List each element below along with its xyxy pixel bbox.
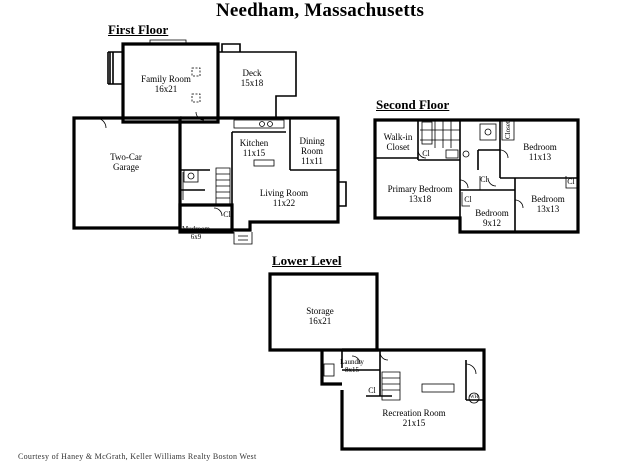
room-dimensions: 11x11 <box>301 156 323 166</box>
room-name: Mudroom <box>182 225 210 233</box>
bedroom-closet-label: Closet <box>504 121 512 139</box>
room-dimensions: 15x18 <box>240 78 264 88</box>
laundry-outline <box>320 350 342 386</box>
room-name: Storage <box>306 306 334 316</box>
water-heater-icon: WH <box>469 395 479 400</box>
room-name: Family Room <box>141 74 191 84</box>
footer-credit: Courtesy of Haney & McGrath, Keller Will… <box>18 452 257 461</box>
lower-level-label: Lower Level <box>272 253 342 268</box>
room-dimensions: 8x15 <box>345 366 359 374</box>
page-title: Needham, Massachusetts <box>215 0 425 21</box>
deck-outline <box>217 43 297 118</box>
room-dimensions: 13x18 <box>408 194 432 204</box>
bedroom-9x12-label: Bedroom 9x12 <box>475 208 509 228</box>
primary-closet-cl-label: Cl <box>464 195 472 204</box>
room-dimensions: 11x22 <box>272 198 296 208</box>
room-name: Kitchen <box>239 138 269 148</box>
room-name: Deck <box>242 68 262 78</box>
room-name-line2: Garage <box>113 162 139 172</box>
kitchen-label: Kitchen 11x15 <box>240 138 269 158</box>
bedroom-closet-cl-label: Cl <box>567 177 575 186</box>
deck-label: Deck 15x18 <box>241 68 264 88</box>
room-dimensions: 21x15 <box>402 418 426 428</box>
room-dimensions: 13x13 <box>536 204 560 214</box>
garage-outline <box>72 116 182 230</box>
room-name-line2: Closet <box>386 142 410 152</box>
room-name-line2: Room <box>300 146 324 156</box>
room-dimensions: 16x21 <box>308 316 332 326</box>
first-floor-closet-label: Cl <box>223 210 231 219</box>
room-name: Primary Bedroom <box>387 184 453 194</box>
room-name: Bedroom <box>475 208 509 218</box>
room-name: Recreation Room <box>382 408 446 418</box>
room-name: Two-Car <box>110 152 142 162</box>
recreation-room-label: Recreation Room 21x15 <box>382 408 445 428</box>
room-name: Bedroom <box>531 194 565 204</box>
first-floor-label: First Floor <box>108 22 169 37</box>
lower-level-walls <box>268 272 486 451</box>
main-block-outline <box>180 116 340 232</box>
room-dimensions: 9x12 <box>483 218 501 228</box>
room-dimensions: 16x21 <box>154 84 178 94</box>
lower-closet-cl-label: Cl <box>368 386 376 395</box>
mudroom-outline <box>178 203 234 234</box>
garage-label: Two-Car Garage <box>110 152 142 172</box>
primary-bedroom-label: Primary Bedroom 13x18 <box>388 184 453 204</box>
room-name: Laundry <box>340 358 364 366</box>
family-room-label: Family Room 16x21 <box>141 74 191 94</box>
walk-in-closet-label: Walk-in Closet <box>384 132 413 152</box>
first-floor-walls <box>72 39 347 245</box>
second-floor-walls <box>373 118 580 234</box>
room-dimensions: 11x15 <box>242 148 266 158</box>
room-name: Living Room <box>259 188 309 198</box>
bedroom-13x13-label: Bedroom 13x13 <box>531 194 565 214</box>
hall-closet-cl-label: Cl <box>480 175 488 184</box>
room-name: Walk-in <box>383 132 413 142</box>
storage-label: Storage 16x21 <box>306 306 334 326</box>
room-name: Bedroom <box>523 142 557 152</box>
room-name: Dining <box>299 136 325 146</box>
laundry-label: Laundry 8x15 <box>340 358 364 374</box>
bedroom-11x13-label: Bedroom 11x13 <box>523 142 557 162</box>
dining-room-label: Dining Room 11x11 <box>299 136 324 166</box>
walk-in-closet-cl-label: Cl <box>422 149 430 158</box>
room-dimensions: 11x13 <box>528 152 552 162</box>
second-floor-label: Second Floor <box>376 97 450 112</box>
recreation-outline <box>340 348 486 451</box>
living-room-label: Living Room 11x22 <box>260 188 308 208</box>
mudroom-label: Mudroom 6x9 <box>182 225 210 241</box>
room-dimensions: 6x9 <box>190 233 202 241</box>
